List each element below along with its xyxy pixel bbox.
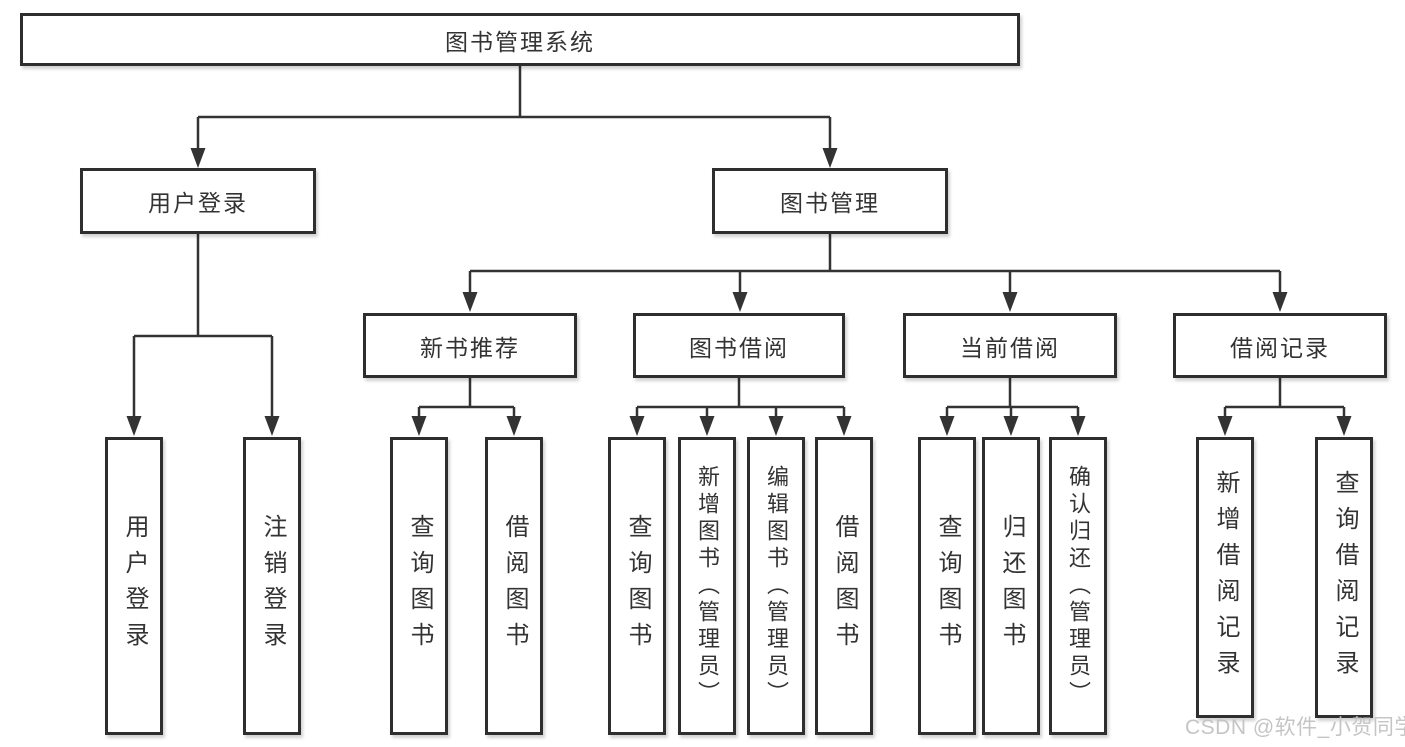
arrowhead <box>411 416 427 436</box>
node-label: 图书借阅 <box>689 334 789 361</box>
arrowhead <box>506 416 522 436</box>
leaf-label: 借阅图书 <box>501 514 528 658</box>
node-label: 用户登录 <box>148 190 248 216</box>
leaf-edit-book-admin: 编辑图书（管理员） <box>747 437 805 735</box>
node-label: 借阅记录 <box>1230 334 1330 361</box>
leaf-query-books-recommend: 查询图书 <box>390 437 448 735</box>
leaf-logout: 注销登录 <box>243 437 301 735</box>
leaf-query-books-borrow: 查询图书 <box>608 437 666 735</box>
arrowhead <box>732 292 748 312</box>
leaf-borrow-books-recommend: 借阅图书 <box>485 437 543 735</box>
arrowhead <box>190 148 206 168</box>
arrowhead <box>699 416 715 436</box>
leaf-label: 借阅图书 <box>831 514 858 658</box>
leaf-return-books: 归还图书 <box>982 437 1040 735</box>
node-label: 图书管理系统 <box>445 28 595 55</box>
arrowhead <box>1002 292 1018 312</box>
watermark-text: CSDN @软件_小贺同学 <box>1185 716 1405 739</box>
leaf-label: 编辑图书（管理员） <box>764 464 789 708</box>
leaf-add-book-admin: 新增图书（管理员） <box>678 437 736 735</box>
edges <box>132 66 1346 418</box>
arrowhead <box>462 292 478 312</box>
arrowhead <box>1272 292 1288 312</box>
leaf-label: 查询借阅记录 <box>1331 469 1358 686</box>
arrowhead <box>1336 416 1352 436</box>
leaf-user-login: 用户登录 <box>105 437 163 735</box>
leaf-label: 查询图书 <box>934 514 961 658</box>
node-current-borrowing: 当前借阅 <box>903 313 1117 378</box>
node-borrowing-records: 借阅记录 <box>1173 313 1387 378</box>
leaf-query-borrow-record: 查询借阅记录 <box>1315 437 1373 718</box>
edge-lines <box>132 66 1346 418</box>
arrowhead <box>629 416 645 436</box>
node-label: 新书推荐 <box>420 334 520 361</box>
leaf-confirm-return-admin: 确认归还（管理员） <box>1049 437 1107 735</box>
arrowhead <box>264 416 280 436</box>
arrowhead <box>939 416 955 436</box>
leaf-label: 新增图书（管理员） <box>695 464 720 708</box>
node-user-login: 用户登录 <box>80 168 316 234</box>
arrowhead <box>126 416 142 436</box>
arrowhead <box>1217 416 1233 436</box>
arrowhead <box>822 148 838 168</box>
leaf-label: 查询图书 <box>406 514 433 658</box>
leaf-label: 归还图书 <box>998 514 1025 658</box>
leaf-label: 注销登录 <box>259 514 286 658</box>
arrowhead <box>1003 416 1019 436</box>
node-book-borrowing: 图书借阅 <box>633 313 845 378</box>
leaf-label: 确认归还（管理员） <box>1066 464 1091 708</box>
arrowhead <box>768 416 784 436</box>
node-label: 当前借阅 <box>960 334 1060 361</box>
arrowhead <box>1070 416 1086 436</box>
node-label: 图书管理 <box>780 190 880 216</box>
arrowheads <box>126 148 1352 436</box>
leaf-label: 新增借阅记录 <box>1212 469 1239 686</box>
leaf-label: 查询图书 <box>624 514 651 658</box>
node-new-book-recommendation: 新书推荐 <box>363 313 577 378</box>
leaf-query-books-current: 查询图书 <box>918 437 976 735</box>
leaf-borrow-books: 借阅图书 <box>815 437 873 735</box>
leaf-label: 用户登录 <box>121 514 148 658</box>
leaf-add-borrow-record: 新增借阅记录 <box>1196 437 1254 718</box>
node-library-management-system: 图书管理系统 <box>20 13 1020 66</box>
node-book-management: 图书管理 <box>712 168 948 234</box>
arrowhead <box>836 416 852 436</box>
